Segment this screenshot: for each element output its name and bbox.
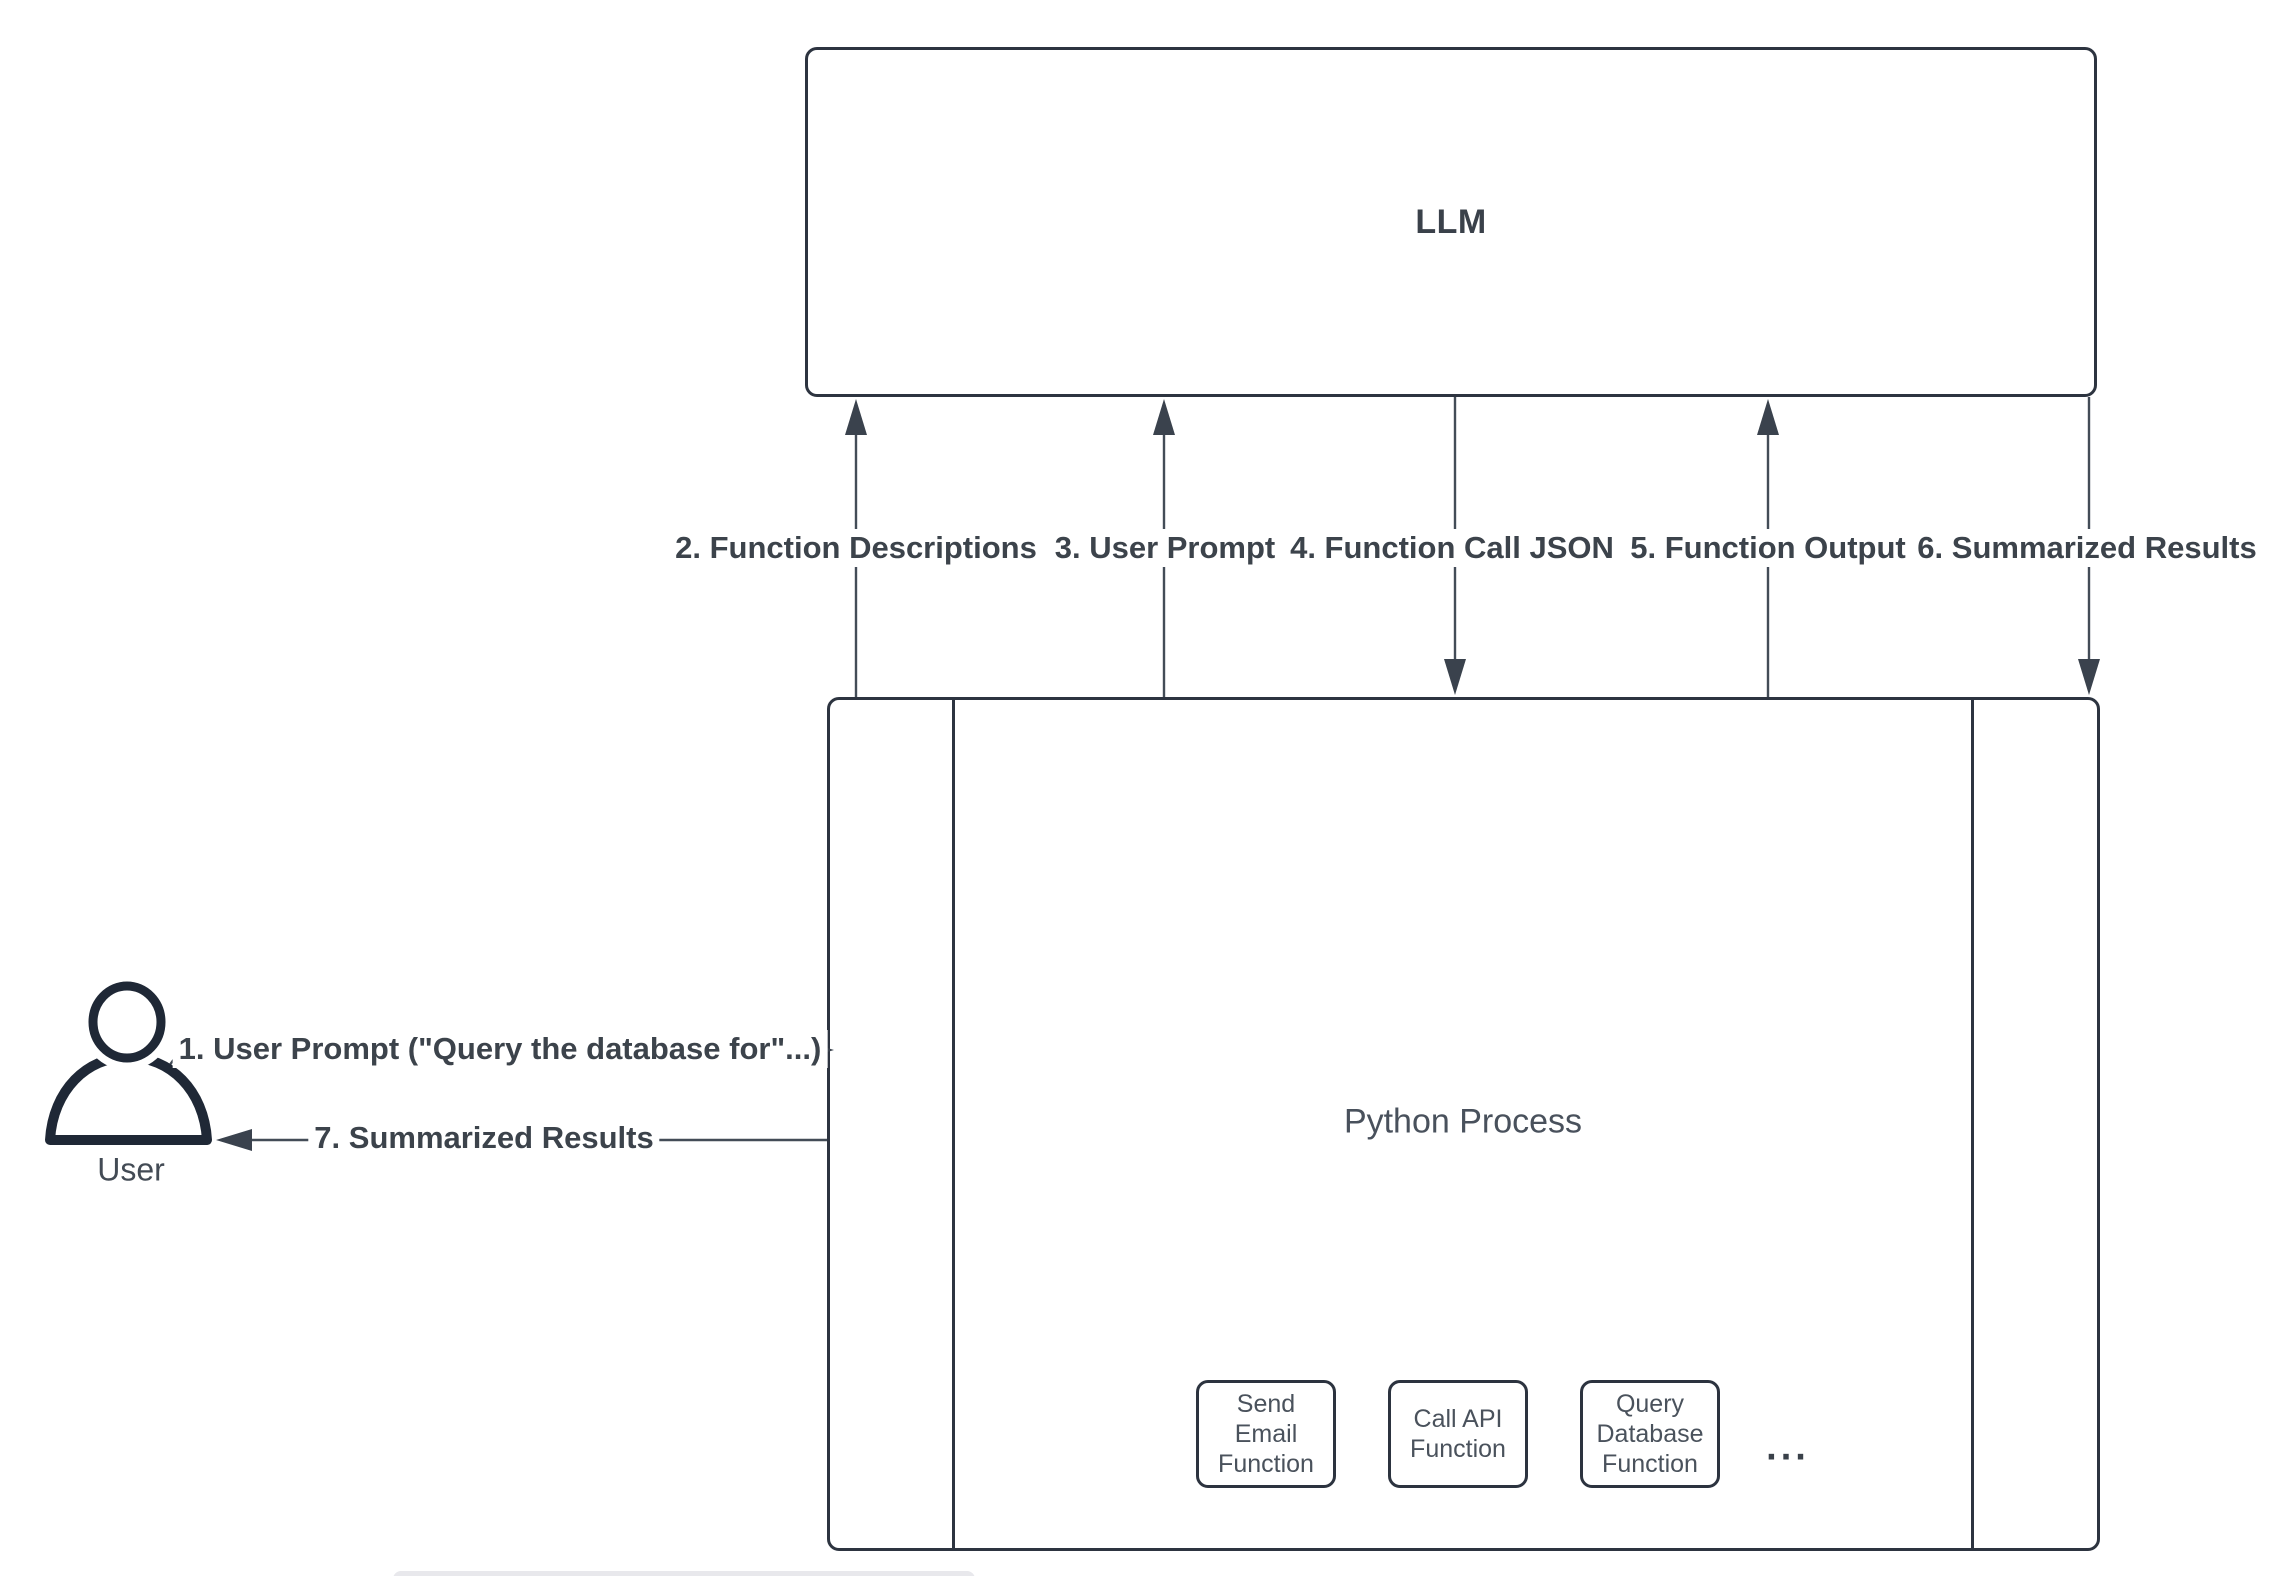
flow-4-arrowhead-down [1444,659,1466,695]
flow-5-arrowhead-up [1757,399,1779,435]
flow-4-label: 4. Function Call JSON [1284,529,1620,567]
more-functions-ellipsis: ... [1766,1426,1810,1469]
user-icon-head [88,981,166,1063]
flow-1-label: 1. User Prompt ("Query the database for"… [172,1030,828,1068]
flow-2-label: 2. Function Descriptions [669,529,1043,567]
user-icon-body [45,1052,212,1145]
flow-6-label: 6. Summarized Results [1911,529,2263,567]
python-box-left-partition [952,697,955,1551]
flow-5-label: 5. Function Output [1624,529,1912,567]
call-api-function-box: Call API Function [1388,1380,1528,1488]
send-email-function-label: Send Email Function [1218,1390,1314,1478]
clipped-bottom-shape [393,1571,975,1576]
flow-7-label: 7. Summarized Results [308,1119,660,1157]
query-database-function-box: Query Database Function [1580,1380,1720,1488]
send-email-function-box: Send Email Function [1196,1380,1336,1488]
flow-3-label: 3. User Prompt [1048,529,1282,567]
flow-7-arrowhead-left [216,1129,252,1151]
python-process-label: Python Process [1343,1102,1583,1141]
flow-3-arrowhead-up [1153,399,1175,435]
user-label: User [97,1151,165,1188]
llm-box-label: LLM [1415,202,1487,241]
python-box-right-partition [1971,697,1974,1551]
query-database-function-label: Query Database Function [1596,1390,1704,1478]
call-api-function-label: Call API Function [1410,1405,1506,1463]
flow-6-arrowhead-down [2078,659,2100,695]
flow-2-arrowhead-up [845,399,867,435]
user-icon-head-gap [81,974,173,1070]
llm-box: LLM [805,47,2097,397]
